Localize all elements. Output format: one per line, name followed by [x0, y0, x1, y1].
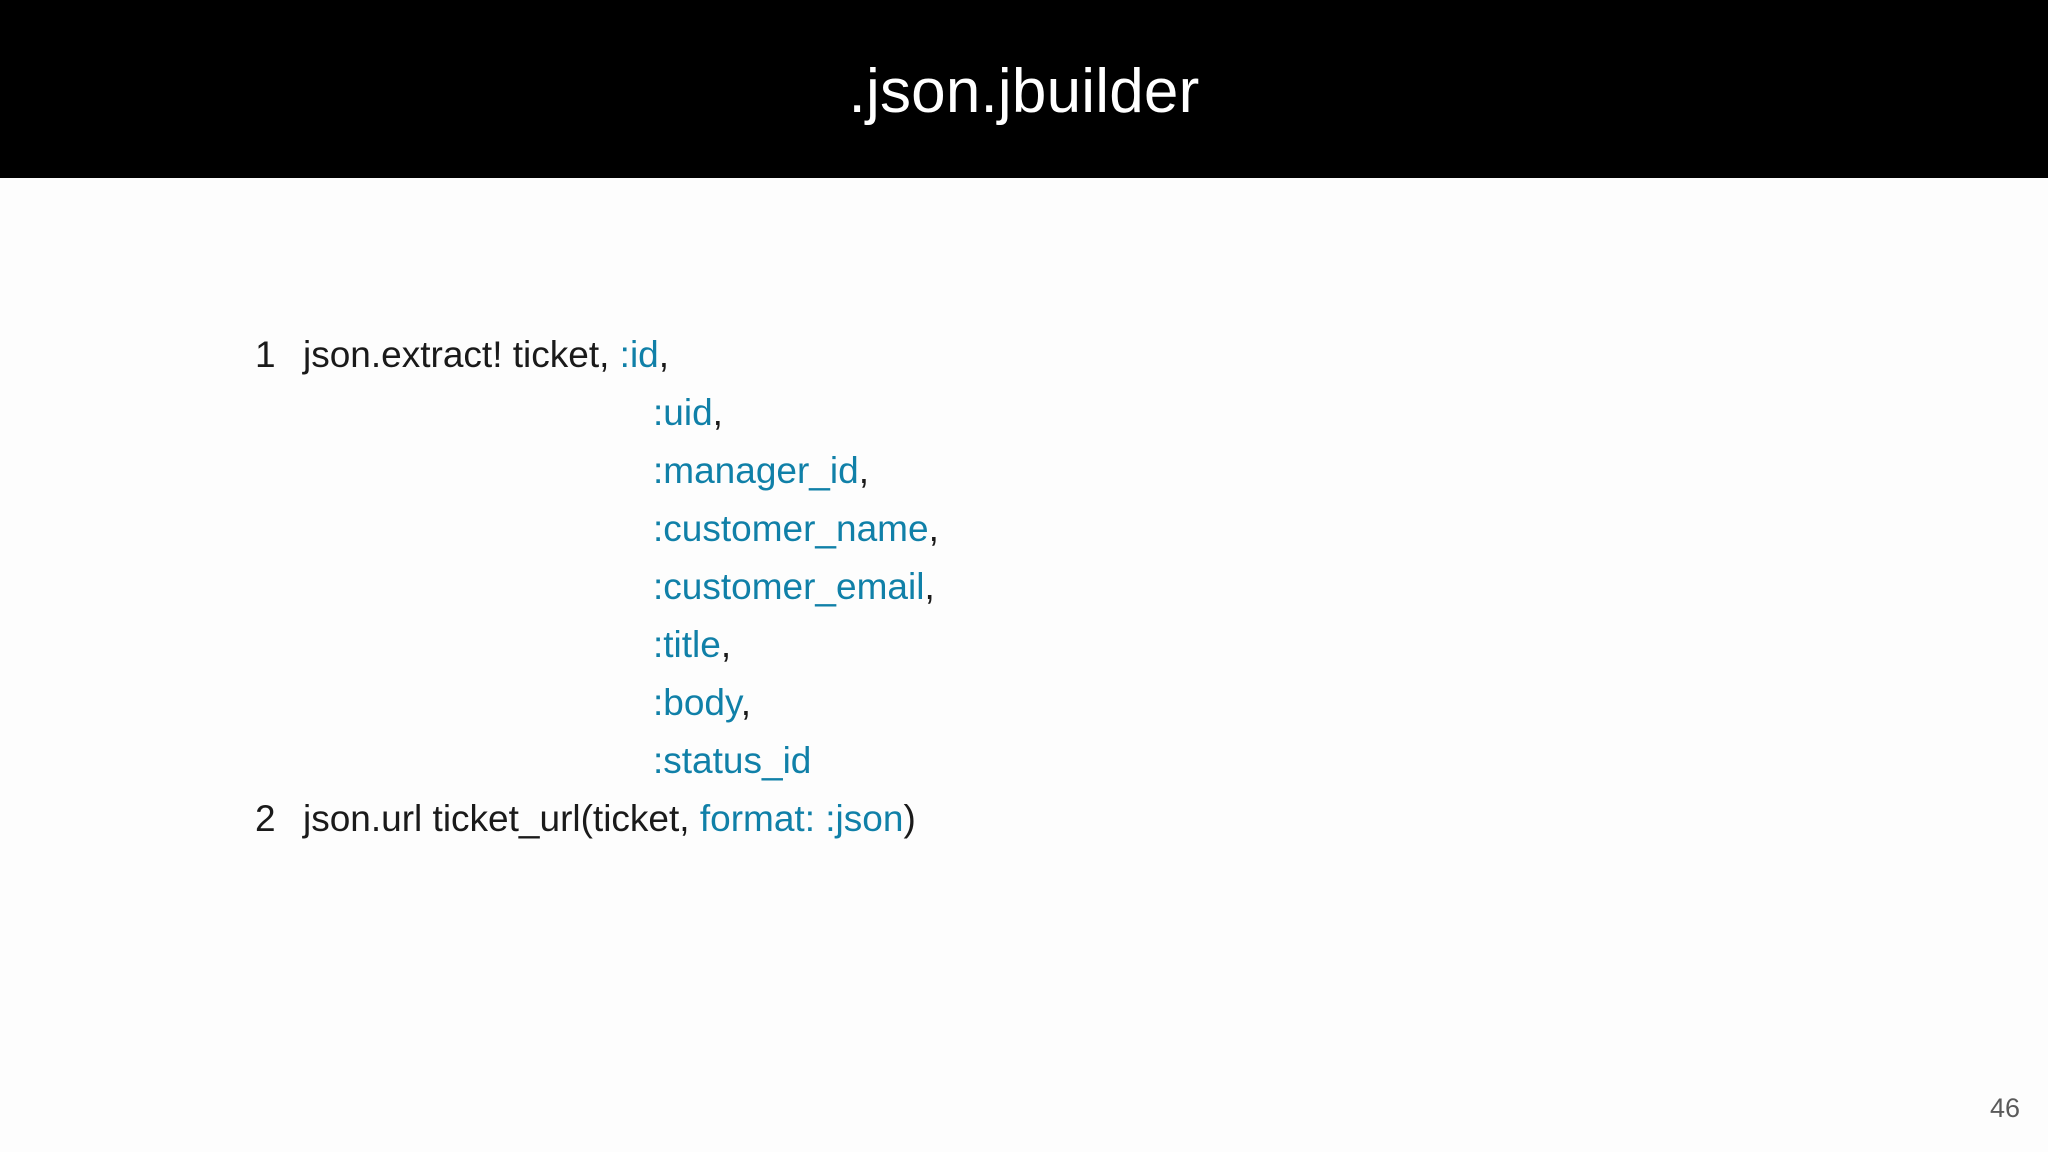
code-line-text: :customer_name,: [303, 500, 939, 558]
code-indent-spacer: [303, 442, 653, 500]
code-token-symbol: :body: [653, 682, 741, 723]
code-line-text: :customer_email,: [303, 558, 935, 616]
code-line-number: [255, 442, 303, 500]
code-token-symbol: format: :json: [699, 798, 904, 839]
code-indent-spacer: [303, 500, 653, 558]
code-token-symbol: :title: [653, 624, 721, 665]
code-line-number: [255, 616, 303, 674]
code-token-symbol: :manager_id: [653, 450, 859, 491]
code-line: :title,: [255, 616, 939, 674]
code-token-symbol: :customer_name: [653, 508, 929, 549]
code-line-text: json.url ticket_url(ticket, format: :jso…: [303, 790, 916, 848]
code-token-symbol: :uid: [653, 392, 713, 433]
code-token-plain: ): [903, 798, 916, 839]
code-line-number: [255, 384, 303, 442]
code-line-number: 1: [255, 334, 276, 375]
code-line-number: [255, 674, 303, 732]
code-indent-spacer: [303, 384, 653, 442]
code-indent-spacer: [303, 558, 653, 616]
code-token-plain: ,: [740, 682, 752, 723]
code-line-text: json.extract! ticket, :id,: [303, 326, 669, 384]
code-line: :customer_name,: [255, 500, 939, 558]
code-line: :uid,: [255, 384, 939, 442]
code-token-plain: ,: [720, 624, 732, 665]
slide-header-band: .json.jbuilder: [0, 0, 2048, 178]
code-line: 2 json.url ticket_url(ticket, format: :js…: [255, 790, 939, 848]
code-indent-spacer: [303, 674, 653, 732]
code-line-number: [255, 732, 303, 790]
code-token-plain: json.extract! ticket,: [303, 334, 620, 375]
slide-body: 1 json.extract! ticket, :id, :uid, :manag…: [0, 178, 2048, 1152]
code-line: :body,: [255, 674, 939, 732]
code-token-plain: ,: [658, 334, 670, 375]
code-line-text: :body,: [303, 674, 751, 732]
slide-title: .json.jbuilder: [848, 57, 1200, 126]
page-number: 46: [1989, 1093, 2020, 1123]
code-line-number: [255, 558, 303, 616]
code-block: 1 json.extract! ticket, :id, :uid, :manag…: [255, 326, 939, 848]
code-line: :manager_id,: [255, 442, 939, 500]
code-line-text: :uid,: [303, 384, 723, 442]
code-line-number: 2: [255, 798, 276, 839]
code-indent-spacer: [303, 616, 653, 674]
code-line: 1 json.extract! ticket, :id,: [255, 326, 939, 384]
code-line: :status_id: [255, 732, 939, 790]
code-token-plain: ,: [858, 450, 869, 491]
code-indent-spacer: [303, 732, 653, 790]
code-line: :customer_email,: [255, 558, 939, 616]
code-token-symbol: :customer_email: [653, 566, 925, 607]
code-token-symbol: :status_id: [653, 740, 812, 781]
code-line-text: :title,: [303, 616, 731, 674]
code-token-symbol: :id: [619, 334, 659, 375]
code-token-plain: ,: [928, 508, 939, 549]
code-token-plain: ,: [712, 392, 723, 433]
code-line-number: [255, 500, 303, 558]
code-line-text: :status_id: [303, 732, 811, 790]
code-token-plain: json.url ticket_url(ticket,: [303, 798, 700, 839]
code-line-text: :manager_id,: [303, 442, 869, 500]
code-token-plain: ,: [924, 566, 935, 607]
